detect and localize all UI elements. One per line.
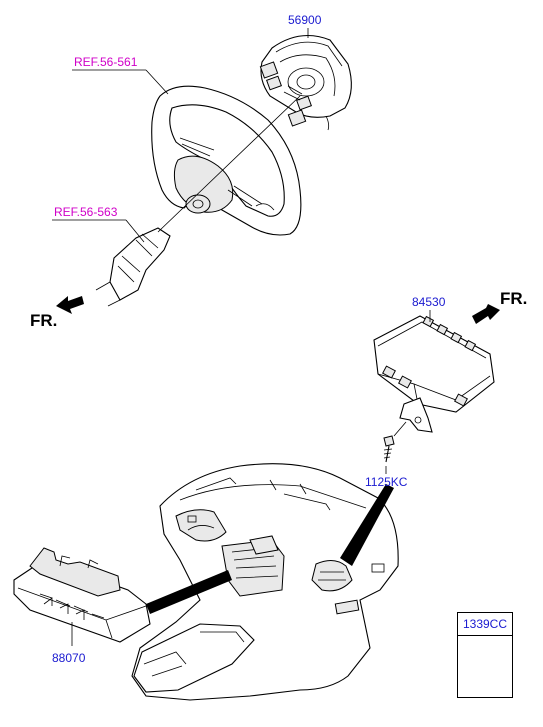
mounting-bolt[interactable]: [383, 435, 395, 463]
ref-steering-column[interactable]: REF.56-563: [54, 205, 118, 219]
front-arrow-left-icon: [56, 296, 84, 314]
legend-box-nut: 1339CC: [457, 612, 513, 698]
leader-wedge-passenger: [340, 484, 394, 566]
label-nut[interactable]: 1339CC: [458, 613, 512, 636]
passenger-airbag-module[interactable]: [373, 315, 495, 433]
leader-lines: [52, 28, 431, 646]
front-label-right: FR.: [500, 289, 527, 308]
dashboard-assembly[interactable]: [131, 463, 399, 701]
label-control-module[interactable]: 88070: [52, 651, 86, 665]
steering-column[interactable]: [95, 227, 171, 307]
driver-airbag-module[interactable]: [259, 34, 352, 131]
label-driver-airbag[interactable]: 56900: [288, 13, 322, 27]
steering-wheel[interactable]: [151, 85, 302, 236]
label-bolt[interactable]: 1125KC: [365, 475, 408, 489]
airbag-control-module[interactable]: [13, 547, 151, 643]
ref-steering-wheel[interactable]: REF.56-561: [74, 55, 138, 69]
front-arrow-right-icon: [472, 304, 500, 324]
leader-wedge-module: [146, 570, 232, 614]
label-passenger-airbag[interactable]: 84530: [412, 295, 446, 309]
front-label-left: FR.: [30, 311, 57, 330]
